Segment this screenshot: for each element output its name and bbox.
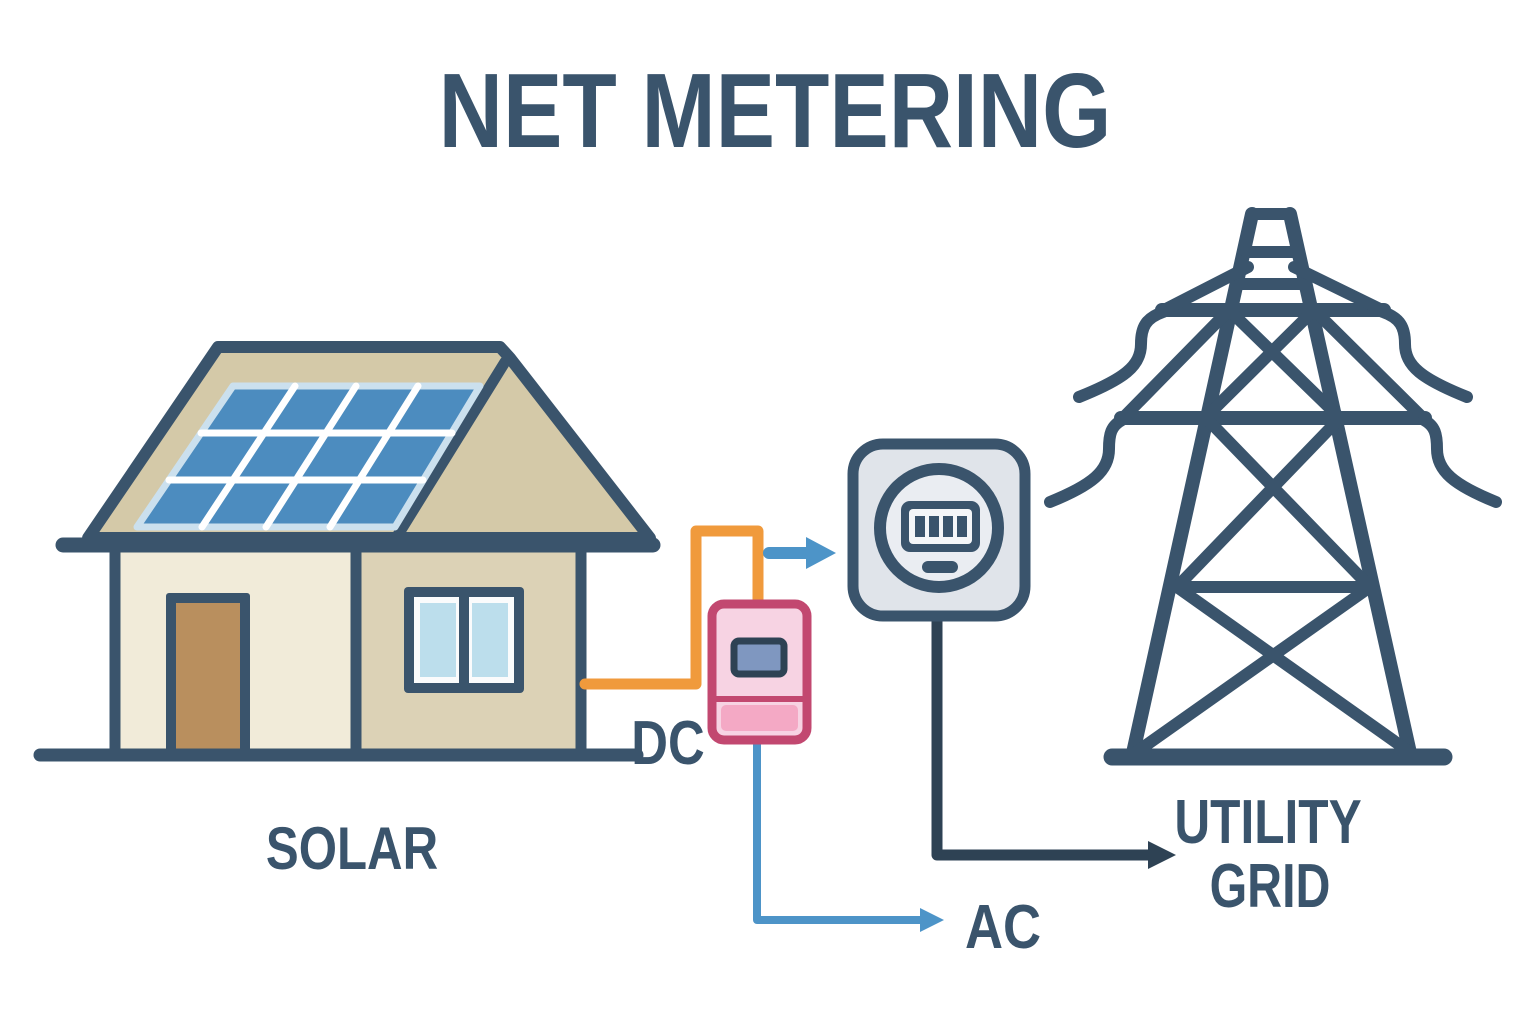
ac-wire-path [753, 738, 924, 924]
solar-label: SOLAR [266, 814, 438, 882]
electric-meter [847, 438, 1031, 622]
meter-slot [922, 561, 958, 573]
utility-tower-icon [1044, 207, 1502, 766]
page-title: NET METERING [439, 51, 1112, 170]
ac-arrow-head-icon [920, 908, 944, 932]
window-pane-right [472, 603, 508, 677]
roof-gable-edge [390, 356, 511, 544]
solar-panel-grid [165, 382, 456, 531]
utility-grid-label-line1: UTILITY [1174, 787, 1361, 857]
inverter [707, 599, 812, 745]
ac-wire [753, 738, 944, 932]
house-wall-outline [109, 543, 587, 758]
tower-conductor-wires [1044, 306, 1502, 508]
ac-label: AC [965, 893, 1041, 962]
tower-mast-rungs [1234, 208, 1308, 290]
house-door [166, 593, 250, 753]
meter-wire-path [931, 612, 1154, 861]
arrow-head-icon [806, 537, 836, 569]
dc-wire [579, 525, 764, 690]
window-pane-left [420, 603, 456, 677]
house-illustration [33, 341, 661, 762]
window-mullion [459, 597, 469, 683]
labels: NET METERING SOLAR DC AC UTILITY GRID [266, 51, 1362, 962]
dc-label: DC [631, 709, 704, 778]
inverter-bottom-strip [721, 705, 798, 731]
solar-panel [133, 382, 484, 531]
inverter-to-meter-arrow [763, 537, 836, 569]
grid-arrow-head-icon [1148, 841, 1176, 869]
utility-grid-label-line2: GRID [1210, 851, 1331, 920]
meter-digits [915, 516, 967, 537]
meter-to-grid-wire [931, 612, 1176, 869]
inverter-display [730, 637, 788, 678]
tower-lattice [1117, 261, 1429, 759]
house-window [404, 587, 524, 693]
door-panel [176, 603, 240, 753]
